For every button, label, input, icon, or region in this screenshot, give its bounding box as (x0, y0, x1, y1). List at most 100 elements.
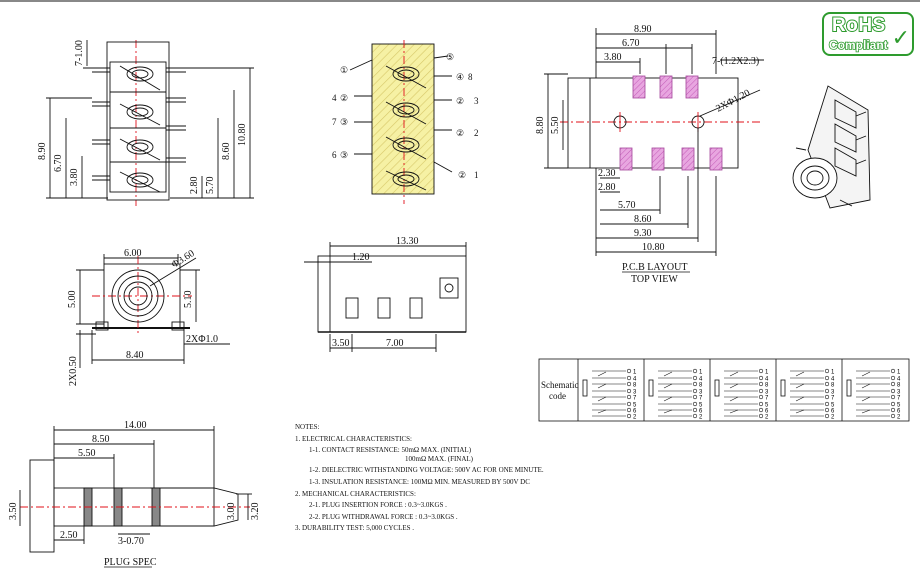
schematic-switch (729, 383, 739, 389)
pin-2: 2 (474, 128, 479, 138)
pin-7: 7 (332, 117, 337, 127)
schematic-switch (861, 396, 871, 402)
schematic-jack (780, 379, 786, 397)
pcb-dim-5-70: 5.70 (618, 200, 636, 211)
schematic-terminal (890, 407, 896, 413)
schematic-switch (663, 371, 673, 377)
schematic-pin-number: 6 (897, 409, 901, 415)
schematic-terminal (626, 388, 632, 394)
schematic-terminal (692, 388, 698, 394)
schematic-terminal (824, 407, 830, 413)
schematic-pin-number: 3 (831, 390, 835, 396)
schematic-switch (795, 371, 805, 377)
plug-dim-5-50: 5.50 (78, 448, 96, 459)
schematic-switch (597, 371, 607, 377)
notes-block: NOTES: 1. ELECTRICAL CHARACTERISTICS: 1-… (295, 422, 625, 535)
schematic-terminal (758, 407, 764, 413)
pcb-caption-2: TOP VIEW (631, 274, 678, 285)
schematic-terminal (890, 388, 896, 394)
schematic-pin-number: 8 (633, 383, 637, 389)
pin-view (349, 40, 453, 204)
pin-view-labels: ① ⑤ ④ 8 4 ② ② 3 7 ③ ② 2 6 ③ ② 1 (332, 52, 479, 180)
dim-2-80: 2.80 (189, 177, 200, 195)
dim-3-80: 3.80 (69, 169, 80, 187)
schematic-jack (846, 379, 852, 397)
schematic-pin-number: 2 (699, 415, 703, 421)
schematic-pin-number: 5 (699, 403, 703, 409)
schematic-switch (597, 383, 607, 389)
schematic-terminal (626, 368, 632, 374)
schematic-switch (861, 383, 871, 389)
schematic-pin-number: 8 (897, 383, 901, 389)
schematic-jack (648, 379, 654, 397)
plug-dim-8-50: 8.50 (92, 434, 110, 445)
schematic-pin-number: 8 (831, 383, 835, 389)
dim-8-90: 8.90 (37, 143, 48, 161)
pin-4: 4 (332, 93, 337, 103)
plug-spec-caption: PLUG SPEC (104, 557, 157, 568)
schematic-switch (861, 371, 871, 377)
notes-line-1b: 100mΩ MAX. (FINAL) (405, 454, 474, 463)
plug-dim-2-50: 2.50 (60, 530, 78, 541)
schematic-terminal (758, 413, 764, 419)
side-dim-5-10: 5.10 (183, 291, 194, 309)
dim-8-60: 8.60 (221, 143, 232, 161)
pin-6: 6 (332, 150, 337, 160)
callout-3b: ③ (340, 150, 348, 160)
callout-2a: ② (340, 93, 348, 103)
schematic-switch (597, 396, 607, 402)
schematic-pin-number: 3 (765, 390, 769, 396)
schematic-terminal (890, 394, 896, 400)
schematic-pin-number: 8 (765, 383, 769, 389)
schematic-terminal (692, 401, 698, 407)
dim-6-70: 6.70 (53, 155, 64, 173)
pcb-dim-8-80: 8.80 (535, 117, 546, 135)
schematic-terminal (692, 407, 698, 413)
schematic-terminal (758, 394, 764, 400)
pcb-dim-2-30: 2.30 (598, 168, 616, 179)
schematic-pin-number: 4 (897, 377, 901, 383)
schematic-pin-number: 6 (699, 409, 703, 415)
callout-5: ⑤ (446, 52, 454, 62)
schematic-terminal (692, 381, 698, 387)
schematic-label: Schematic code (541, 380, 579, 401)
schematic-pin-number: 4 (633, 377, 637, 383)
pcb-dim-holes: 2XΦ1.20 (714, 88, 752, 115)
schematic-terminal (890, 375, 896, 381)
schematic-pin-number: 3 (897, 390, 901, 396)
schematic-pin-number: 6 (633, 409, 637, 415)
notes-line-4b: 2-2. PLUG WITHDRAWAL FORCE : 0.3~3.0KGS … (309, 512, 458, 521)
notes-line-1: 1. ELECTRICAL CHARACTERISTICS: (295, 434, 412, 443)
side-dim-6-00: 6.00 (124, 248, 142, 259)
side-dim-2x0-50: 2X0.50 (68, 356, 79, 386)
notes-line-2: 1-2. DIELECTRIC WITHSTANDING VOLTAGE: 50… (309, 466, 544, 475)
schematic-switch (597, 409, 607, 414)
notes-line-3: 1-3. INSULATION RESISTANCE: 100MΩ MIN. M… (309, 477, 530, 486)
schematic-pin-number: 4 (699, 377, 703, 383)
plug-dim-3-20: 3.20 (250, 503, 261, 521)
schematic-terminal (626, 413, 632, 419)
schematic-terminal (626, 381, 632, 387)
schematic-label-2: code (549, 391, 566, 401)
schematic-switch (795, 396, 805, 402)
plug-dim-3-50: 3.50 (8, 503, 19, 521)
plug-dim-3-0-70: 3-0.70 (118, 536, 144, 547)
front-view (46, 40, 254, 206)
schematic-pin-number: 1 (699, 370, 703, 376)
plug-dim-14-00: 14.00 (124, 420, 147, 431)
schematic-pin-number: 5 (831, 403, 835, 409)
schematic-switch (729, 409, 739, 414)
rohs-title: RoHS (831, 14, 886, 37)
schematic-pin-number: 1 (897, 370, 901, 376)
top-view (304, 242, 467, 352)
schematic-terminal (692, 413, 698, 419)
schematic-pin-number: 7 (831, 396, 835, 402)
schematic-switch (795, 409, 805, 414)
schematic-terminal (758, 375, 764, 381)
dim-5-70: 5.70 (205, 177, 216, 195)
schematic-pin-number: 2 (633, 415, 637, 421)
schematic-switch (729, 396, 739, 402)
pcb-pads (619, 75, 723, 171)
